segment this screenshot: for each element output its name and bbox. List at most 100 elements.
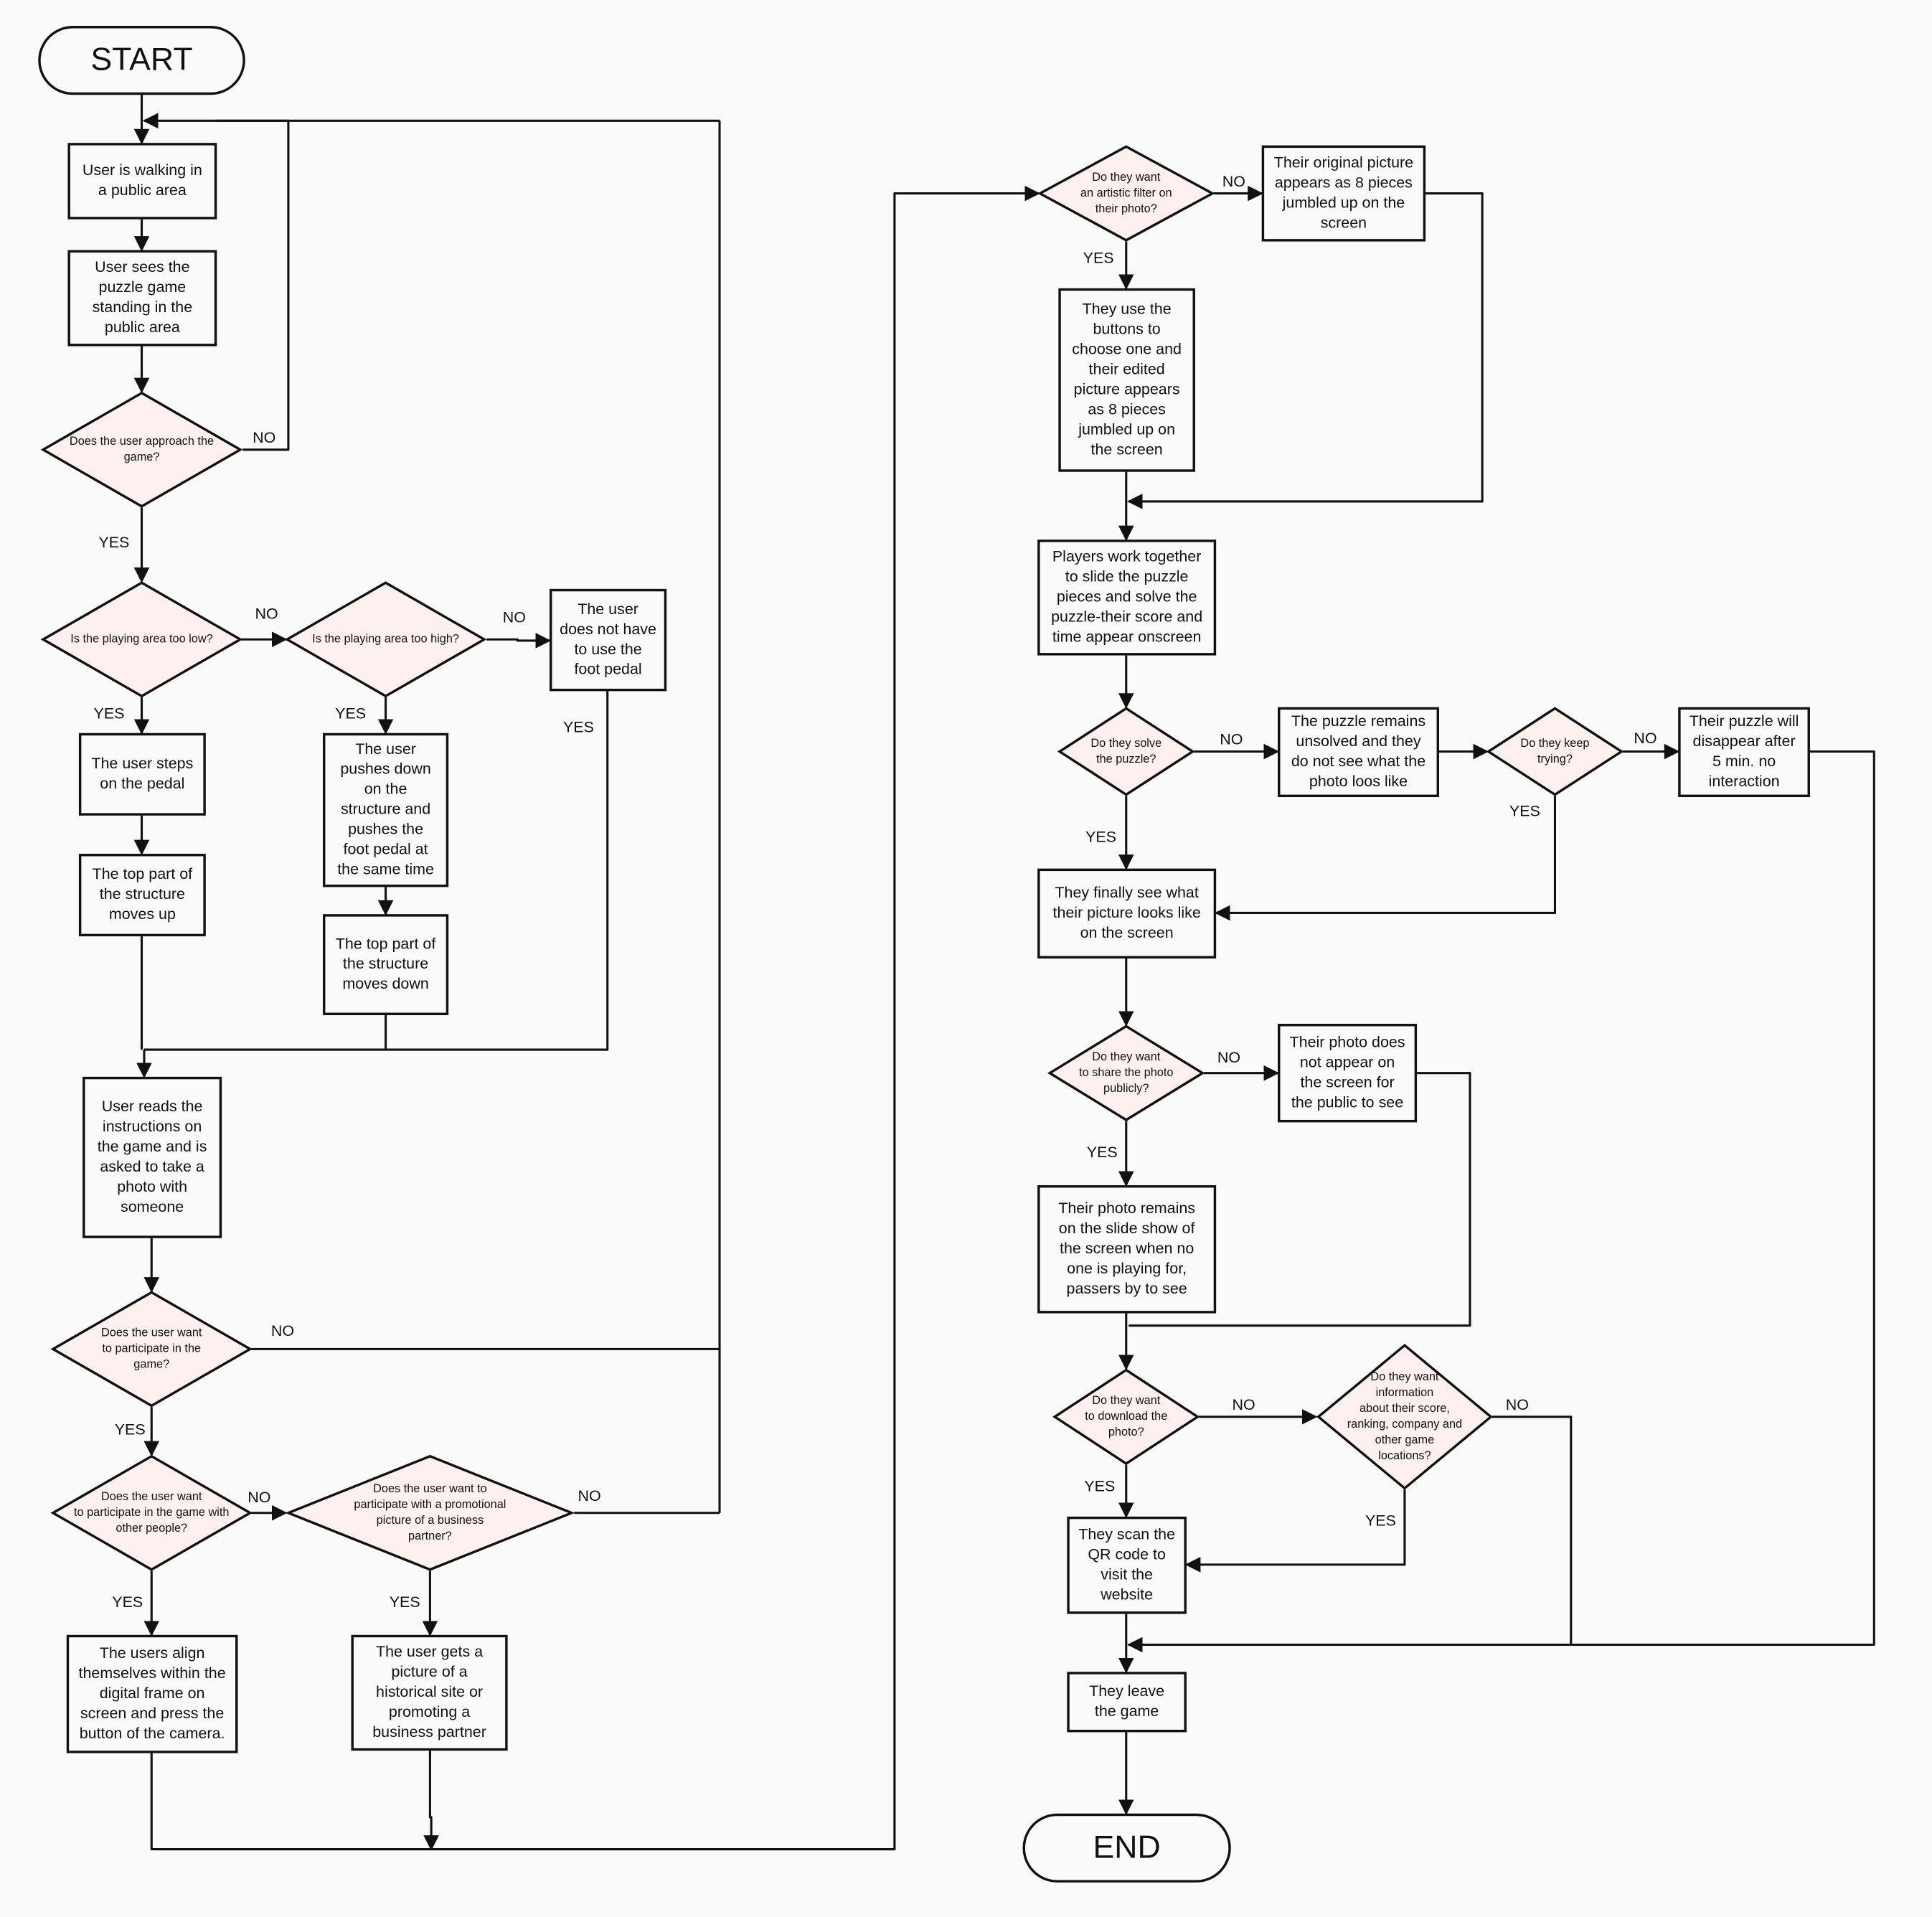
node-text-line: promoting a bbox=[389, 1703, 470, 1720]
node-text-line: Their photo remains bbox=[1058, 1200, 1195, 1217]
node-text-line: does not have bbox=[560, 621, 656, 638]
process-box-walking[interactable]: User is walking ina public area bbox=[67, 143, 217, 220]
process-box-shape bbox=[1261, 145, 1426, 242]
connector-arrow bbox=[215, 119, 290, 451]
decision-diamond-too-low[interactable]: Is the playing area too low? bbox=[40, 581, 243, 698]
edge-label-yes: YES bbox=[1365, 1512, 1396, 1529]
start-terminal[interactable]: START bbox=[38, 26, 245, 95]
node-text-line: Do they solve bbox=[1090, 737, 1161, 750]
edge-label-yes: YES bbox=[390, 1593, 420, 1611]
node-text-line: appears as 8 pieces bbox=[1275, 174, 1413, 191]
node-text-line: They scan the bbox=[1078, 1525, 1175, 1542]
process-box-shape bbox=[67, 250, 217, 347]
process-box-shape bbox=[322, 914, 449, 1015]
node-text-line: on the screen bbox=[1080, 924, 1174, 941]
node-text-line: moves up bbox=[109, 905, 176, 923]
process-box-reads-instructions[interactable]: User reads the instructions on the game an… bbox=[83, 1076, 222, 1238]
node-text-line: pushes down bbox=[340, 760, 430, 778]
process-box-shape bbox=[1058, 288, 1195, 472]
end-label: END bbox=[1093, 1829, 1160, 1865]
edge-label-yes: YES bbox=[1509, 802, 1540, 819]
edge-label-yes: YES bbox=[1084, 1477, 1115, 1494]
edge-label-yes: YES bbox=[112, 1593, 143, 1611]
node-text-line: choose one and bbox=[1072, 340, 1182, 357]
node-text-line: 5 min. no bbox=[1712, 753, 1776, 770]
node-text-line: interaction bbox=[1709, 773, 1780, 790]
terminal-shape bbox=[1022, 1813, 1231, 1883]
edge-label-no: NO bbox=[255, 606, 278, 623]
node-text-line: standing in the bbox=[93, 298, 193, 316]
node-text-line: jumbled up on the bbox=[1282, 194, 1405, 211]
decision-diamond-shape bbox=[40, 391, 243, 508]
node-text-line: Is the playing area too low? bbox=[70, 633, 212, 646]
edge-label-no: NO bbox=[1634, 730, 1657, 747]
node-text-line: buttons to bbox=[1093, 320, 1161, 337]
node-text-line: about their score, bbox=[1360, 1402, 1450, 1415]
node-text-line: the puzzle? bbox=[1096, 753, 1156, 766]
node-text-line: not appear on bbox=[1300, 1053, 1395, 1070]
node-text-line: the structure bbox=[100, 885, 185, 903]
decision-diamond-shape bbox=[1052, 1368, 1200, 1466]
start-label: START bbox=[90, 42, 192, 77]
process-box-shape bbox=[1037, 1184, 1217, 1314]
node-text-line: User reads the bbox=[102, 1098, 203, 1115]
node-text-line: picture appears bbox=[1074, 380, 1180, 397]
node-text-line: time appear onscreen bbox=[1052, 628, 1202, 646]
edge-label-no: NO bbox=[503, 609, 526, 626]
node-text-line: instructions on bbox=[103, 1118, 202, 1135]
node-text-line: the screen bbox=[1091, 441, 1163, 458]
node-text-line: jumbled up on bbox=[1078, 420, 1175, 438]
node-text-line: structure and bbox=[341, 801, 430, 818]
decision-diamond-shape bbox=[1316, 1343, 1493, 1490]
decision-diamond-solve[interactable]: Do they solve the puzzle? bbox=[1057, 707, 1195, 796]
node-text-line: puzzle-their score and bbox=[1051, 608, 1202, 626]
node-text-line: to share the photo bbox=[1079, 1066, 1173, 1079]
node-text-line: the game and is bbox=[98, 1138, 207, 1155]
node-text-line: photo loos like bbox=[1309, 773, 1408, 790]
process-box-shape bbox=[1037, 540, 1217, 656]
node-text-line: information bbox=[1376, 1386, 1434, 1399]
node-text-line: picture of a bbox=[391, 1663, 467, 1680]
node-text-line: business partner bbox=[372, 1723, 486, 1741]
node-text-line: participate with a promotional bbox=[354, 1498, 506, 1511]
edge-label-yes: YES bbox=[563, 719, 594, 736]
edge-label-no: NO bbox=[1506, 1396, 1529, 1413]
decision-diamond-too-high[interactable]: Is the playing area too high? bbox=[284, 581, 487, 698]
node-text-line: They finally see what bbox=[1055, 884, 1198, 901]
connector-arrow bbox=[143, 1014, 387, 1051]
node-text-line: to slide the puzzle bbox=[1065, 568, 1189, 585]
end-terminal[interactable]: END bbox=[1022, 1813, 1231, 1883]
connector-arrow bbox=[385, 691, 609, 1051]
node-text-line: the game bbox=[1095, 1702, 1159, 1720]
node-text-line: Does the user want to bbox=[373, 1482, 487, 1495]
decision-diamond-promo[interactable]: Does the user want to participate with a … bbox=[285, 1454, 575, 1571]
